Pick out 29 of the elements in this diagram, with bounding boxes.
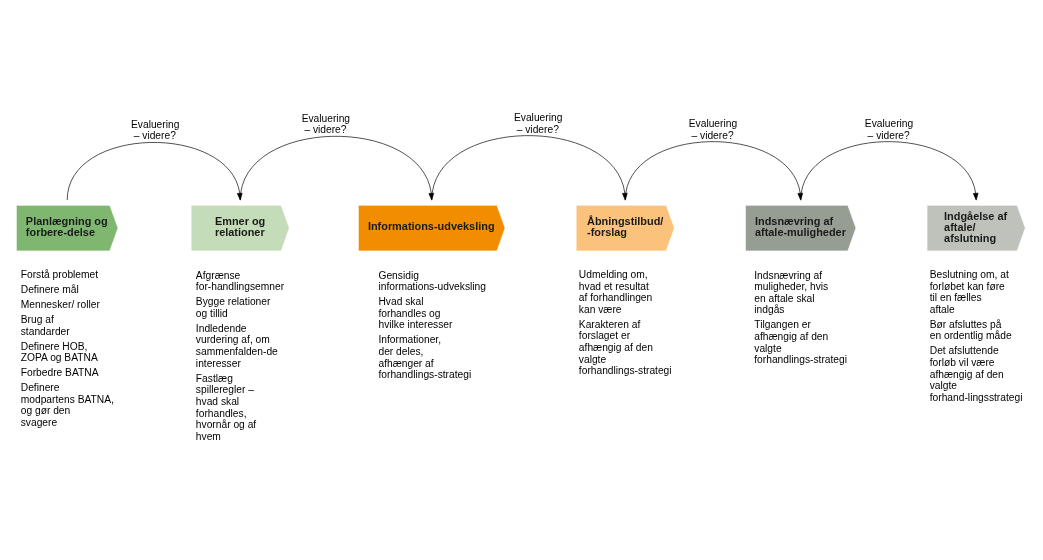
node-label: Forstå problemet — [20, 268, 99, 280]
node-label: Mennesker/ roller — [20, 298, 100, 310]
node-label: Definere mål — [20, 283, 79, 295]
edge-label: Evaluering – videre? — [688, 117, 738, 141]
node-label: Brug af standarder — [20, 313, 70, 337]
node-label: Definere modpartens BATNA, og gør den svagere — [20, 381, 114, 428]
node-label: Fastlæg spilleregler – hvad skal forhandles, hvornår og af hvem — [195, 372, 257, 442]
node-label: Indsnævring af muligheder, hvis en aftale skal indgås — [754, 269, 829, 315]
node-label: Udmelding om, hvad et resultat af forhandlingen kan være — [578, 268, 653, 315]
node-label: Hvad skal forhandles og hvilke interesser — [378, 295, 453, 330]
arrow — [800, 140, 979, 200]
node-label: Informationer, der deles, afhænger af forhandlings-strategi — [378, 333, 472, 380]
node-label: Karakteren af forslaget er afhængig af den valgte forhandlings-strategi — [578, 318, 672, 376]
edge-label: Evaluering – videre? — [301, 112, 351, 135]
node-label: Beslutning om, at forløbet kan føre til en fælles aftale — [929, 268, 1009, 315]
arrow — [66, 141, 243, 200]
node-label: Tilgangen er afhængig af den valgte forhandlings-strategi — [754, 318, 848, 365]
node-label: Indledende vurdering af, om sammenfalden-de interesser — [195, 322, 278, 369]
node-label: Bør afsluttes på en ordentlig måde — [929, 318, 1012, 341]
edge-label: Evaluering – videre? — [131, 118, 180, 141]
node-label: Det afsluttende forløb vil være afhængig af den valgte forhand-lingsstrategi — [929, 344, 1023, 403]
edge-label: Evaluering – videre? — [513, 111, 563, 135]
arrow — [431, 134, 628, 200]
node-label: Gensidig informations-udveksling — [378, 269, 486, 292]
node-label: Afgrænse for-handlingsemner — [195, 269, 285, 292]
node-label: Definere HOB, ZOPA og BATNA — [20, 340, 98, 363]
node-label: Forbedre BATNA — [20, 366, 99, 378]
node-label: Bygge relationer og tillid — [195, 295, 271, 319]
edge-label: Evaluering – videre? — [864, 117, 914, 141]
